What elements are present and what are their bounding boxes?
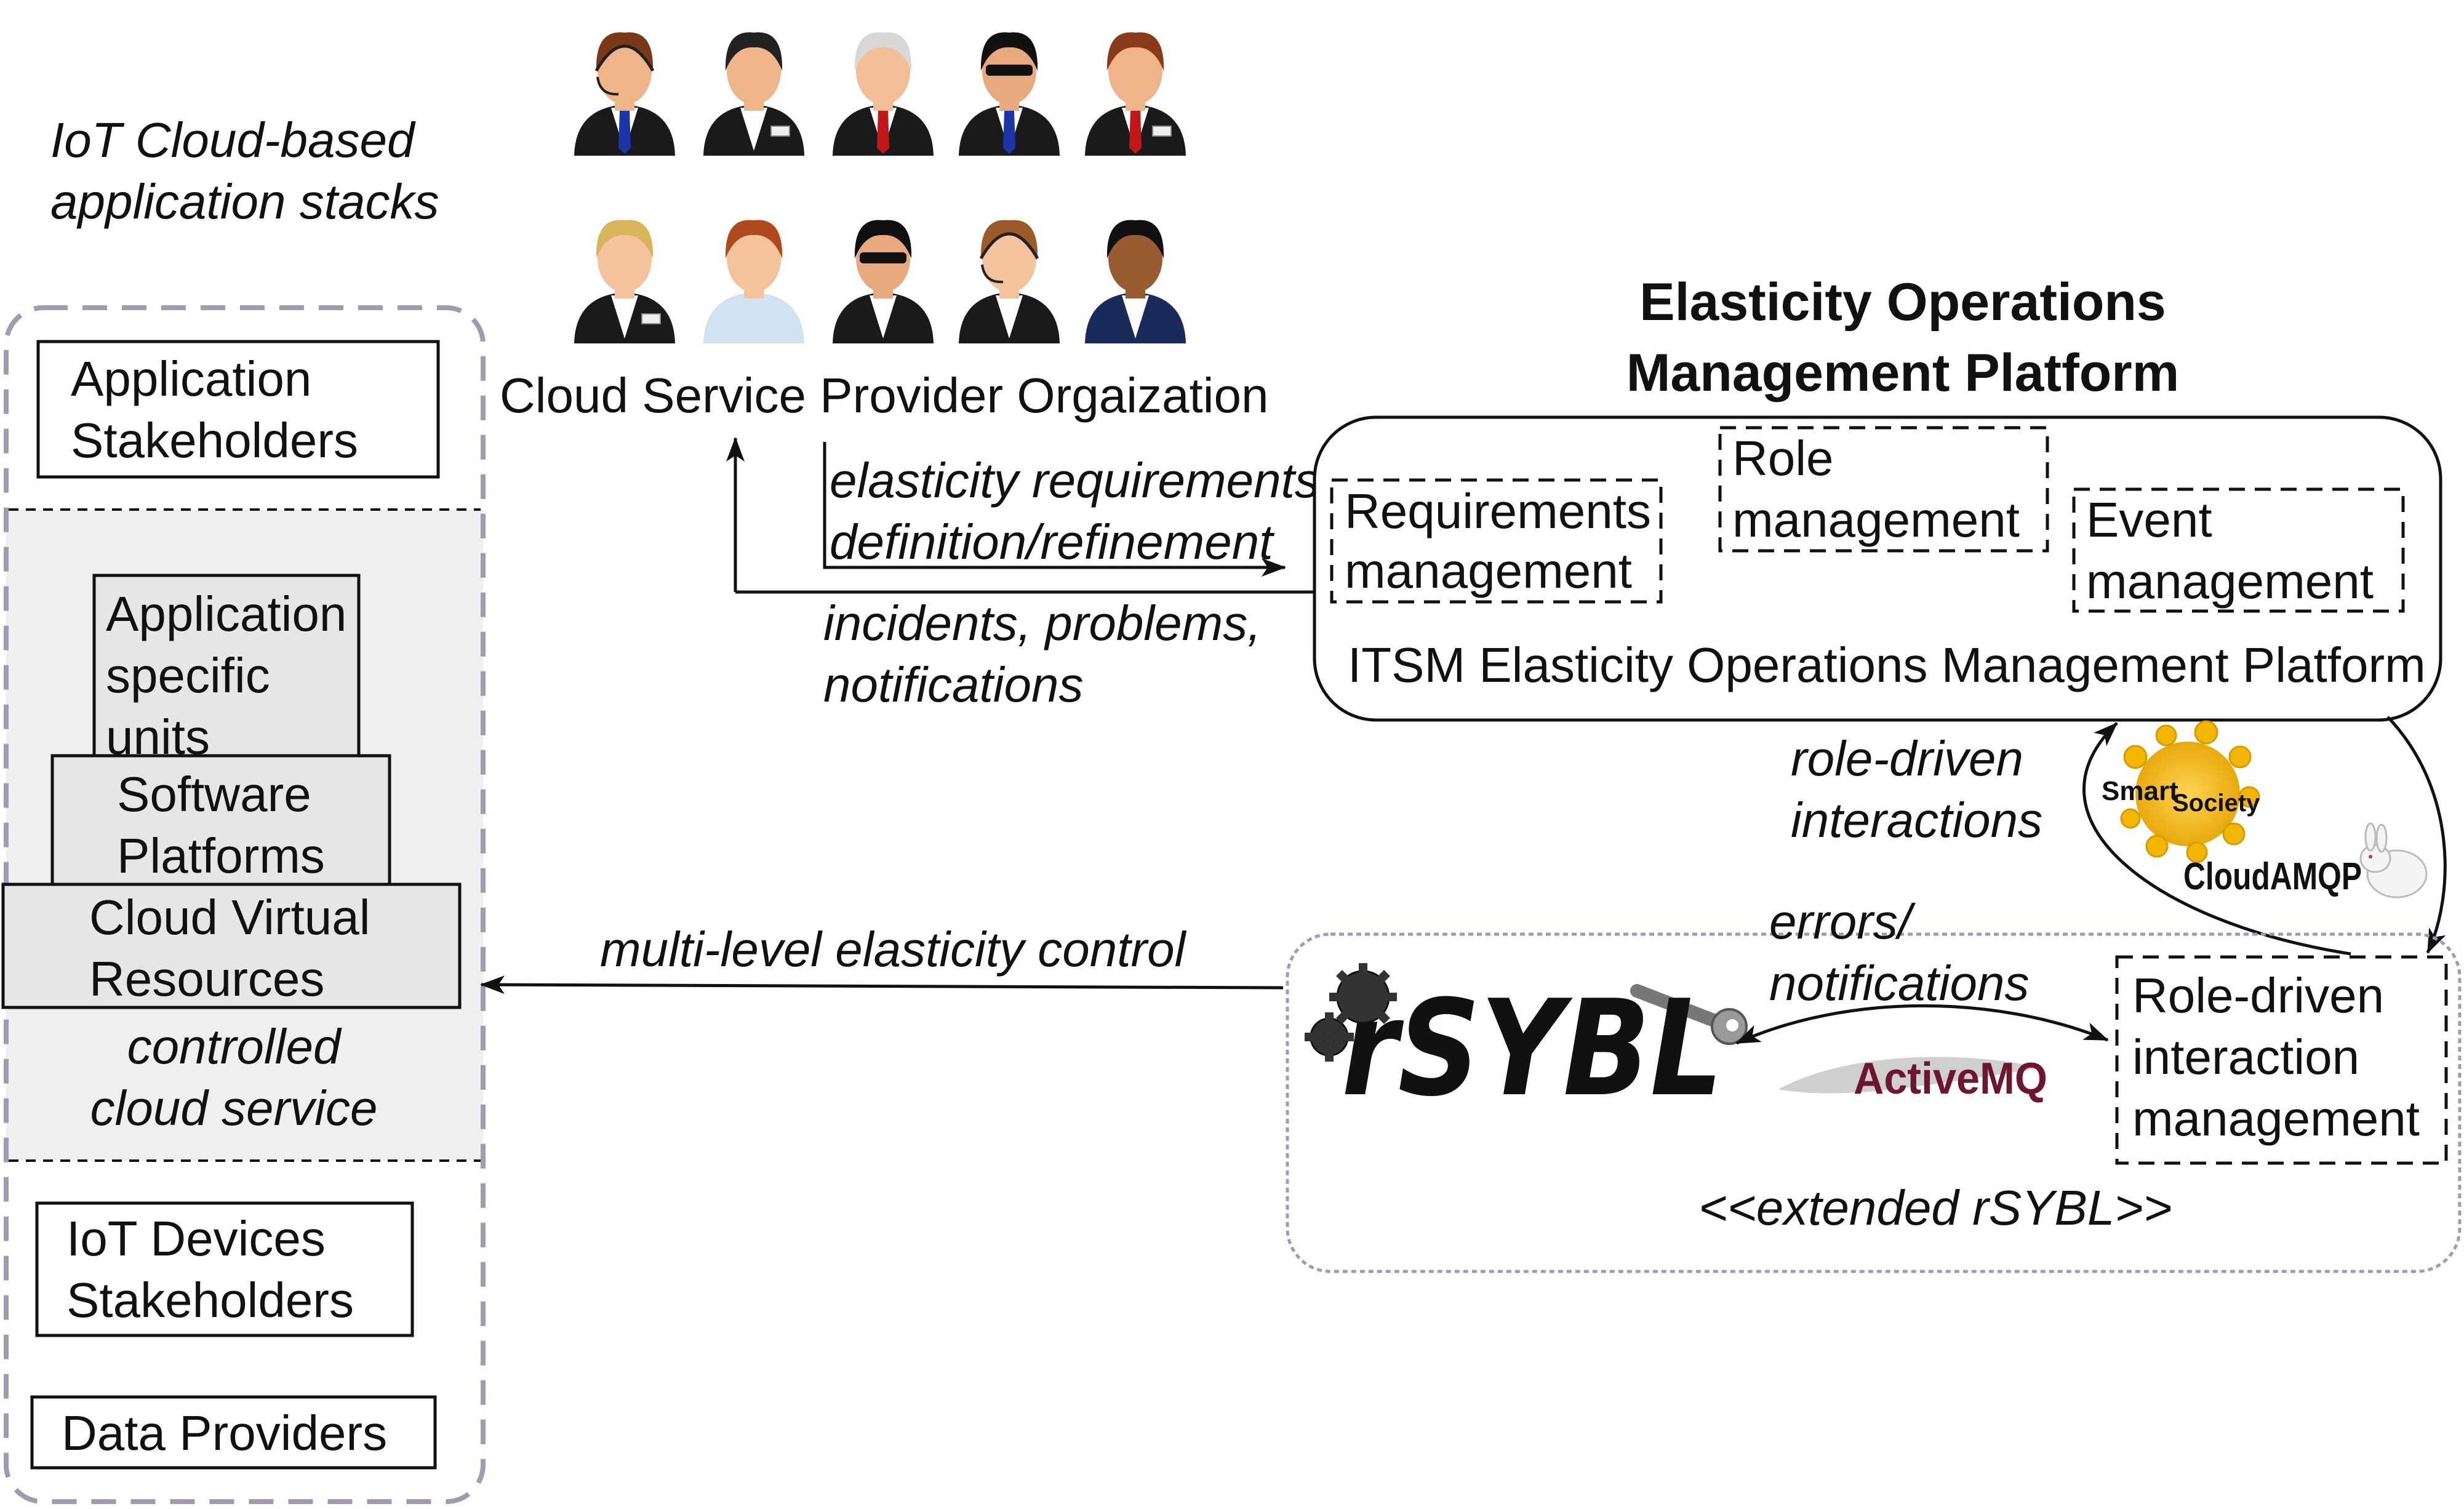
rabbit-icon bbox=[2359, 822, 2428, 899]
role-management-box bbox=[1718, 426, 2049, 553]
iot-stakeholders-line-2: Stakeholders bbox=[66, 1273, 354, 1327]
manager-redtie-icon bbox=[1085, 32, 1186, 156]
requirements-management-box bbox=[1330, 478, 1663, 604]
requirements-line-1: elasticity requirements bbox=[830, 453, 1319, 508]
data-providers-box bbox=[30, 1395, 437, 1470]
role-mgmt-line-2: management bbox=[1732, 492, 2020, 547]
gears-icon bbox=[1305, 963, 1397, 1062]
feather-icon bbox=[1778, 1057, 2043, 1094]
left-panel: IoT Cloud-based application stacks Appli… bbox=[1, 113, 486, 1504]
role-mgmt-line-1: Role bbox=[1732, 431, 1834, 486]
interaction-mgmt-line-1: Role-driven bbox=[2132, 968, 2384, 1023]
woman-darkhair-icon bbox=[1085, 220, 1186, 343]
smart-text: Smart bbox=[2102, 776, 2178, 806]
event-management-box bbox=[2072, 487, 2405, 613]
activemq-logo: ActiveMQ bbox=[1778, 1054, 2047, 1103]
woman-blonde-icon bbox=[574, 220, 675, 343]
event-mgmt-line-1: Event bbox=[2086, 492, 2212, 547]
role-interaction-up-arrow bbox=[2082, 722, 2351, 956]
controlled-service-line-1: controlled bbox=[127, 1019, 342, 1074]
left-title-line-1: IoT Cloud-based bbox=[50, 113, 416, 167]
operator-headset-icon bbox=[574, 32, 675, 156]
provider-people-group bbox=[574, 32, 1186, 343]
left-title-line-2: application stacks bbox=[50, 174, 439, 229]
cloud-resources-line-2: Resources bbox=[89, 951, 324, 1006]
event-mgmt-line-2: management bbox=[2086, 554, 2374, 609]
requirements-mgmt-line-2: management bbox=[1345, 543, 1632, 598]
itsm-platform-label: ITSM Elasticity Operations Management Pl… bbox=[1348, 638, 2426, 692]
elasticity-control-arrow bbox=[480, 975, 1284, 995]
wrench-icon bbox=[1630, 984, 1748, 1045]
cloudamqp-text: CloudAMQP bbox=[2183, 855, 2362, 898]
errors-line-2: notifications bbox=[1769, 956, 2029, 1011]
software-platforms-line-2: Platforms bbox=[117, 828, 325, 883]
role-interaction-down-arrow bbox=[2386, 716, 2447, 954]
itsm-platform-box bbox=[1313, 415, 2442, 722]
incidents-line-2: notifications bbox=[823, 657, 1083, 712]
application-units-line-2: specific bbox=[106, 648, 270, 703]
application-stakeholders-box bbox=[36, 340, 440, 479]
cloud-resources-line-1: Cloud Virtual bbox=[89, 890, 370, 945]
requirements-line-2: definition/refinement bbox=[830, 514, 1274, 569]
application-stakeholders-line-1: Application bbox=[71, 351, 311, 406]
multilevel-control-label: multi-level elasticity control bbox=[600, 922, 1187, 977]
woman-headset-icon bbox=[959, 220, 1060, 343]
errors-notifications-arrow bbox=[1735, 1004, 2109, 1045]
iot-stakeholders-line-1: IoT Devices bbox=[66, 1211, 326, 1266]
activemq-text: ActiveMQ bbox=[1854, 1054, 2047, 1103]
iot-devices-stakeholders-box bbox=[35, 1201, 414, 1337]
cloud-virtual-resources-box bbox=[1, 883, 462, 1009]
smartsociety-logo: Smart Society bbox=[2102, 720, 2260, 863]
businessman-icon bbox=[703, 32, 804, 156]
rsybl-text: rSYBL bbox=[1342, 971, 1723, 1126]
cloudamqp-logo: CloudAMQP bbox=[2183, 822, 2428, 899]
woman-redhair-icon bbox=[703, 220, 804, 343]
controlled-service-line-2: cloud service bbox=[90, 1081, 378, 1135]
application-units-line-1: Application bbox=[106, 586, 346, 641]
role-driven-line-1: role-driven bbox=[1791, 731, 2023, 786]
application-stakeholders-line-2: Stakeholders bbox=[71, 413, 358, 468]
incidents-line-1: incidents, problems, bbox=[823, 596, 1261, 650]
interaction-mgmt-line-2: interaction bbox=[2132, 1030, 2359, 1084]
extended-rsybl-frame bbox=[1286, 932, 2462, 1273]
interaction-mgmt-line-3: management bbox=[2132, 1091, 2420, 1146]
data-providers-label: Data Providers bbox=[62, 1406, 387, 1460]
role-driven-line-2: interactions bbox=[1791, 793, 2042, 847]
agent-sunglasses-icon bbox=[959, 32, 1060, 156]
requirements-arrow bbox=[823, 442, 1286, 577]
rsybl-logo: rSYBL bbox=[1305, 963, 1748, 1126]
software-platforms-line-1: Software bbox=[117, 767, 311, 822]
senior-manager-icon bbox=[833, 32, 934, 156]
society-text: Society bbox=[2172, 790, 2260, 817]
role-driven-interaction-box bbox=[2115, 955, 2448, 1165]
application-units-box bbox=[92, 574, 361, 774]
platform-title-line-2: Management Platform bbox=[1626, 343, 2179, 402]
man-sunglasses-icon bbox=[833, 220, 934, 343]
extended-rsybl-label: <<extended rSYBL>> bbox=[1698, 1180, 2172, 1235]
errors-line-1: errors/ bbox=[1769, 894, 1916, 949]
platform-title-line-1: Elasticity Operations bbox=[1639, 273, 2166, 332]
requirements-mgmt-line-1: Requirements bbox=[1345, 484, 1651, 538]
provider-org-label: Cloud Service Provider Orgaization bbox=[500, 368, 1268, 423]
